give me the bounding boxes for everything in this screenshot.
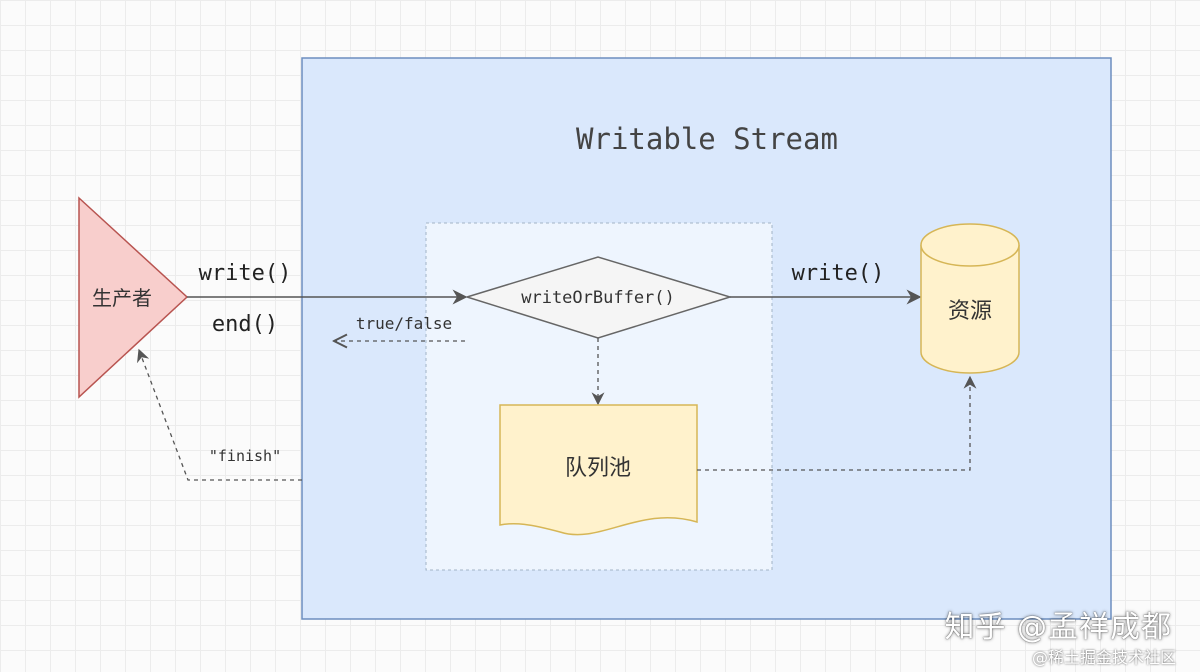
write-label-right: write() (792, 261, 885, 286)
write-label-left: write() (199, 261, 292, 286)
flush-edge (697, 375, 977, 471)
zhihu-watermark: 知乎 @孟祥成都 (944, 610, 1172, 645)
resource-cylinder (920, 223, 1020, 374)
finish-edge (137, 348, 302, 481)
producer-label: 生产者 (92, 286, 152, 310)
queue-pool-document (499, 404, 698, 536)
resource-label: 资源 (948, 299, 992, 324)
end-label: end() (212, 312, 278, 337)
juejin-watermark: @稀土掘金技术社区 (1031, 648, 1176, 667)
true-false-label: true/false (356, 314, 452, 333)
queue-pool-label: 队列池 (565, 456, 631, 481)
writable-stream-title: Writable Stream (576, 122, 838, 156)
write-or-buffer-label: writeOrBuffer() (521, 288, 675, 308)
finish-label: "finish" (209, 447, 281, 465)
producer-triangle (78, 196, 189, 399)
